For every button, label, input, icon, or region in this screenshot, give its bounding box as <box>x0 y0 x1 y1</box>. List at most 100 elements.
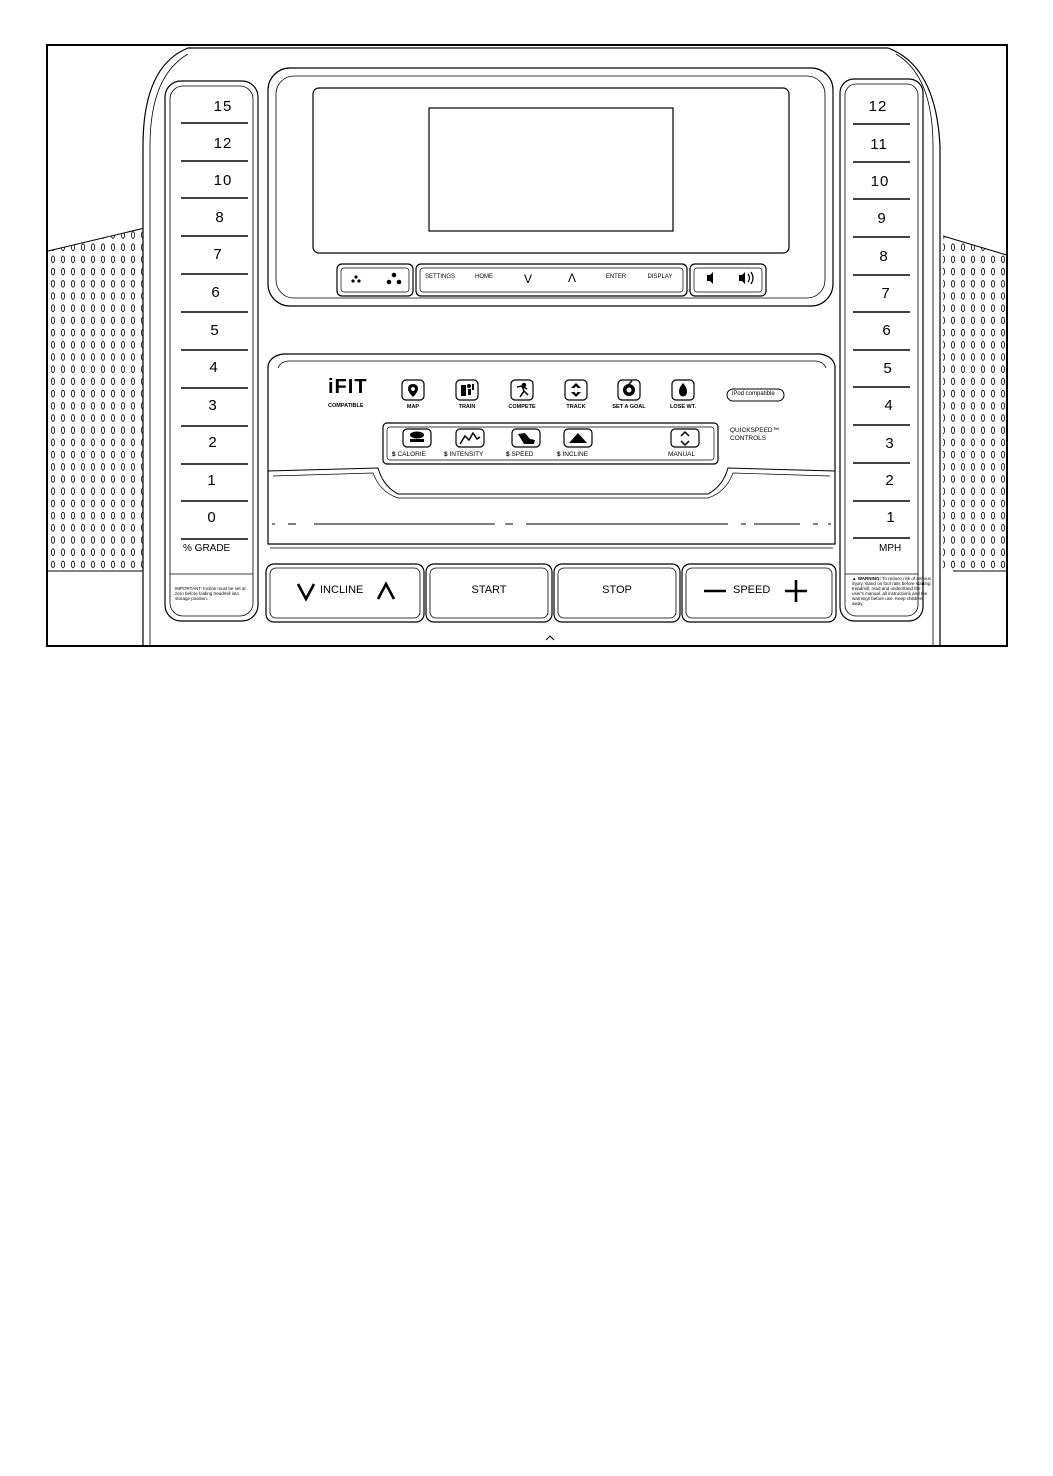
volume-down-button[interactable] <box>692 266 728 294</box>
quickspeed-controls-label: CONTROLS <box>730 435 767 442</box>
fan-high-icon <box>386 272 402 285</box>
display-up-button[interactable]: Λ <box>568 271 577 285</box>
volume-up-button[interactable] <box>728 266 764 294</box>
incline-scale-value: 3 <box>208 397 218 414</box>
compete-runner-icon <box>516 382 529 398</box>
map-pin-icon <box>408 384 418 397</box>
console-diagram-frame: 15 12 10 8 7 6 5 4 3 2 1 0 % GRADE IMPOR… <box>46 44 1008 647</box>
right-speaker-grille <box>943 236 1006 571</box>
flame-icon <box>679 383 687 397</box>
speed-scale-value: 1 <box>886 509 896 526</box>
start-button[interactable]: START <box>471 584 507 596</box>
lose-weight-button[interactable]: LOSE WT. <box>670 404 696 410</box>
ifit-compatible-label: COMPATIBLE <box>328 403 364 409</box>
fan-button-group <box>336 263 414 297</box>
fan-low-icon <box>351 275 361 283</box>
home-button[interactable]: HOME <box>475 274 493 280</box>
speed-workout-button[interactable]: $ SPEED <box>506 451 534 458</box>
train-button[interactable]: TRAIN <box>458 404 476 410</box>
speed-button[interactable]: SPEED <box>733 584 771 596</box>
speed-scale-value: 5 <box>883 360 893 377</box>
incline-storage-note: IMPORTANT: Incline must be set at zero b… <box>175 586 246 601</box>
left-speaker-grille <box>48 226 153 571</box>
speed-scale-value: 8 <box>879 248 889 265</box>
console-outline <box>48 47 1006 645</box>
speed-plus-icon <box>785 580 807 602</box>
incline-scale-value: 8 <box>215 209 225 226</box>
settings-button[interactable]: SETTINGS <box>424 274 456 280</box>
ifit-logo: iFIT <box>328 376 368 398</box>
volume-button-group <box>689 263 767 297</box>
display-down-button[interactable]: V <box>524 272 533 286</box>
stop-button[interactable]: STOP <box>602 584 632 596</box>
incline-unit-label: % GRADE <box>183 543 231 554</box>
incline-scale-value: 10 <box>213 172 233 189</box>
speed-label: SPEED <box>511 451 534 458</box>
incline-scale-value: 1 <box>207 472 217 489</box>
incline-scale-value: 6 <box>211 284 221 301</box>
incline-scale-value: 12 <box>213 135 233 152</box>
stop-button-shape <box>553 563 681 623</box>
ipod-compatible-badge: iPod compatible <box>732 391 775 397</box>
incline-scale-value: 0 <box>207 509 217 526</box>
tray-edge <box>267 467 836 495</box>
incline-workout-button[interactable]: $ INCLINE <box>557 451 589 458</box>
incline-button[interactable]: INCLINE <box>320 584 364 596</box>
warning-text: To reduce risk of serious injury, stand … <box>852 576 931 606</box>
incline-scale-value: 2 <box>208 434 218 451</box>
speed-scale-value: 9 <box>877 210 887 227</box>
calorie-workout-button[interactable]: $ CALORIE <box>392 451 426 458</box>
speed-scale-value: 7 <box>881 285 891 302</box>
intensity-workout-button[interactable]: $ INTENSITY <box>444 451 484 458</box>
warning-title: WARNING: <box>857 576 881 581</box>
incline-scale-value: 15 <box>213 98 233 115</box>
speed-scale-value: 11 <box>870 136 888 153</box>
speed-warning-note: ▲ WARNING: To reduce risk of serious inj… <box>852 576 932 606</box>
volume-up-icon <box>739 271 754 285</box>
incline-down-icon <box>296 583 316 602</box>
incline-up-icon <box>376 581 396 600</box>
calorie-burger-icon <box>410 431 424 442</box>
compete-button[interactable]: COMPETE <box>508 404 536 410</box>
intensity-label: INTENSITY <box>449 451 484 458</box>
incline-scale-value: 5 <box>210 322 220 339</box>
intensity-icon <box>459 431 481 445</box>
manual-arrows-icon <box>680 430 690 447</box>
display-button[interactable]: DISPLAY <box>647 274 673 280</box>
map-button-shape <box>401 379 425 401</box>
speed-scale-value: 3 <box>885 435 895 452</box>
track-icon <box>571 383 581 397</box>
speed-scale-value: 4 <box>884 397 894 414</box>
incline-label: INCLINE <box>562 451 589 458</box>
speed-scale-value: 10 <box>870 173 890 190</box>
lcd-screen <box>428 107 674 232</box>
compete-button-shape <box>510 379 534 401</box>
volume-down-icon <box>707 272 713 284</box>
navigation-button-group <box>415 263 688 297</box>
speed-scale-value: 12 <box>868 98 888 115</box>
speed-scale-value: 2 <box>885 472 895 489</box>
fan-high-button[interactable] <box>375 266 411 294</box>
train-button-shape <box>455 379 479 401</box>
enter-button[interactable]: ENTER <box>605 274 627 280</box>
set-goal-icon <box>623 380 635 396</box>
incline-scale-value: 4 <box>209 359 219 376</box>
manual-button[interactable]: MANUAL <box>668 451 696 458</box>
incline-scale-value: 7 <box>213 246 223 263</box>
start-button-shape <box>425 563 553 623</box>
ipod-badge-shape <box>726 388 785 402</box>
track-button[interactable]: TRACK <box>566 404 586 410</box>
speed-shoe-icon <box>518 433 535 444</box>
warning-icon: ▲ <box>852 576 858 581</box>
incline-button-shape <box>265 563 425 623</box>
map-button[interactable]: MAP <box>406 404 420 410</box>
set-goal-button[interactable]: SET A GOAL <box>612 404 646 410</box>
speed-scale-value: 6 <box>882 322 892 339</box>
train-icon <box>461 384 474 396</box>
fan-low-button[interactable] <box>339 266 375 294</box>
speed-button-shape <box>681 563 837 623</box>
incline-mountain-icon <box>569 433 587 443</box>
speed-unit-label: MPH <box>879 543 902 554</box>
incline-strip <box>164 80 259 622</box>
calorie-label: CALORIE <box>397 451 426 458</box>
